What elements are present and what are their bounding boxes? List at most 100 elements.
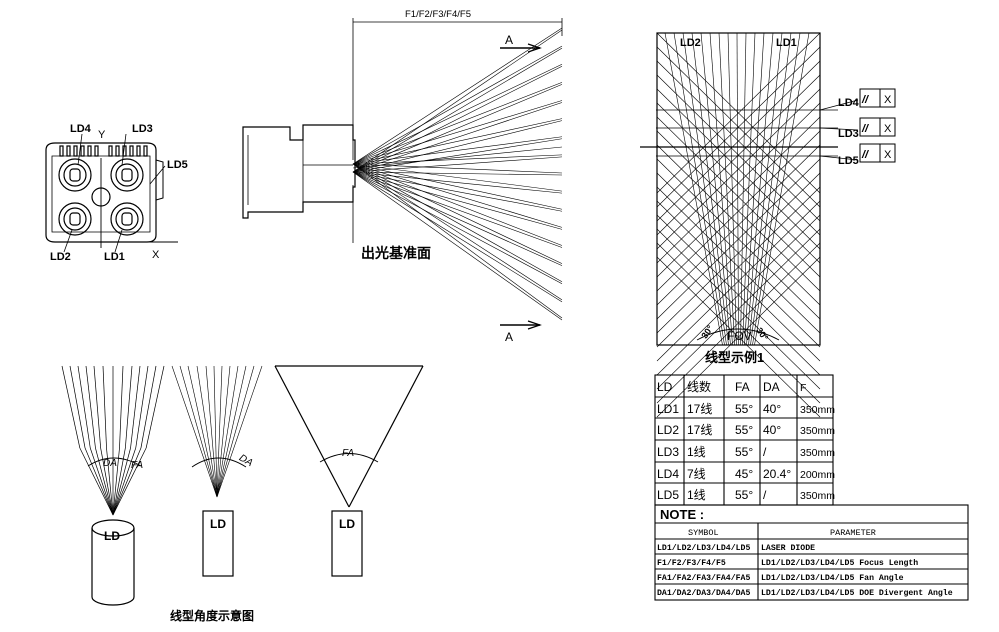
fan-line [89,447,114,516]
fan-line [61,365,81,449]
pattern-crossing-lines [656,32,821,418]
fan-line [352,120,563,173]
fan-line [79,447,114,516]
note-table [654,504,969,601]
spec-cell: / [763,445,767,459]
fan-line [352,171,563,212]
fan-line [179,365,218,498]
pattern-line-b [656,144,821,306]
label-ld4: LD4 [70,123,92,135]
label-axis-x: X [152,249,160,261]
pattern-line [673,32,725,346]
diagram2-fan-lines [171,365,263,498]
spec-header-cell: 线数 [687,379,711,394]
spec-cell: / [763,488,767,502]
front-view-labels: LD4 LD3 LD5 LD2 LD1 X Y [50,123,188,263]
fan-line [125,365,133,449]
pattern-line-b [656,158,821,320]
fan-line [171,365,218,498]
pattern-line [742,32,756,346]
fan-line [352,163,563,301]
pattern-line-b [656,102,821,264]
fan-line [352,84,563,173]
angle-diagram-caption: 线型角度示意图 [170,608,254,623]
fan-line [106,447,114,516]
fan-line [77,365,91,449]
label-datum-ld3: X [884,123,892,135]
label-datum-ld4: X [884,94,892,106]
fan-line [216,365,247,498]
label-parallel-ld3: // [861,123,870,135]
spec-cell: 1线 [687,445,706,459]
label-angle-right: 30° [754,326,770,343]
pattern-line-b [656,214,821,376]
diode-ld2 [58,202,92,236]
spec-table [654,374,834,506]
fan-line [352,163,563,210]
tolerance-box-ld5 [859,143,896,163]
note-row-1-param: LASER DIODE [761,544,815,553]
fan-line [95,447,114,516]
pattern-line [748,32,783,346]
pattern-line-b [656,74,821,236]
side-view-labels: F1/F2/F3/F4/F5 A A 出光基准面 [361,9,513,344]
fan-line [112,447,120,516]
label-ld-2: LD [210,517,226,531]
diode-ld1 [110,202,144,236]
pattern-line [736,32,739,346]
note-row-2-symbol: F1/F2/F3/F4/F5 [657,558,726,568]
note-header-parameter: PARAMETER [830,528,876,538]
fan-line [85,365,96,449]
fan-line [352,163,563,174]
front-view [45,133,178,253]
fan-line [130,365,141,449]
spec-cell: 350mm [800,404,835,416]
pattern-line [754,32,810,346]
label-pattern-ld1: LD1 [776,37,797,49]
fan-line [352,136,563,165]
spec-cell: 350mm [800,447,835,459]
pattern-line-b [656,60,821,222]
label-fov: FOV [727,329,752,343]
spec-header-cell: FA [735,380,750,394]
fan-line [102,365,107,449]
spec-cell: 17线 [687,402,712,416]
fan-line [352,163,563,228]
label-emission-plane: 出光基准面 [361,245,431,261]
pattern-line [740,32,747,346]
fan-line [352,138,563,173]
fan-line [100,447,114,516]
pattern-line [709,32,733,346]
tolerance-box-ld4 [859,88,896,108]
spec-cell: 55° [735,423,753,437]
fan-line [352,171,563,321]
spec-cell: 350mm [800,425,835,437]
fan-line [352,171,563,303]
fan-line [205,365,218,498]
spec-cell: 55° [735,402,753,416]
fan-line [69,365,86,449]
fan-line [352,154,563,165]
fan-line [352,171,563,266]
spec-cell: LD2 [657,423,679,437]
fan-line [352,29,563,173]
pattern-line-b [656,186,821,348]
spec-cell: 40° [763,402,781,416]
fan-line [352,118,563,165]
note-table-text: NOTE : SYMBOL PARAMETER LD1/LD2/LD3/LD4/… [657,507,953,598]
pattern-line-b [656,200,821,362]
pattern-line [718,32,735,346]
label-pattern-ld2: LD2 [680,37,701,49]
fan-line [352,163,563,264]
pattern-line-b [656,130,821,292]
fan-line [352,171,563,176]
label-section-a-bottom: A [505,330,513,344]
label-parallel-ld4: // [861,94,870,106]
pattern-line [750,32,792,346]
fan-line [84,447,114,516]
spec-header-cell: DA [763,380,780,394]
fan-line [187,365,218,498]
spec-cell: 55° [735,445,753,459]
